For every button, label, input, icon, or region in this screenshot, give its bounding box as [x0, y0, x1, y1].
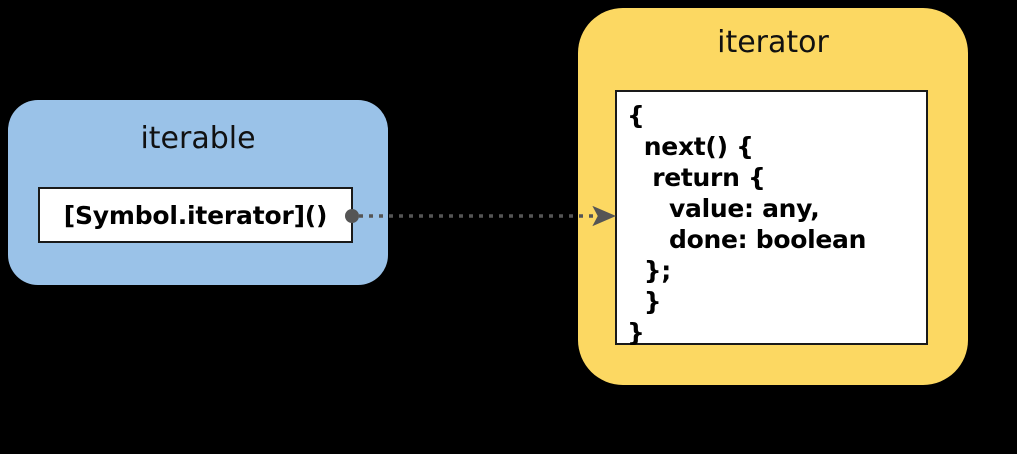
code-line: return {	[627, 163, 766, 192]
panel-iterator-title: iterator	[717, 25, 829, 60]
code-box-iterator-shape: { next() { return { value: any, done: bo…	[615, 90, 928, 347]
member-row-symbol-iterator[interactable]: [Symbol.iterator]()	[38, 187, 353, 243]
panel-iterable-title: iterable	[140, 121, 256, 156]
code-line: value: any,	[627, 194, 820, 223]
member-label: [Symbol.iterator]()	[63, 200, 328, 230]
panel-iterator[interactable]: iterator { next() { return { value: any,…	[578, 8, 968, 385]
code-line: }	[627, 318, 645, 347]
panel-iterable[interactable]: iterable [Symbol.iterator]()	[8, 100, 388, 285]
code-line: };	[627, 256, 672, 285]
code-line: }	[627, 287, 662, 316]
code-line: done: boolean	[627, 225, 867, 254]
code-line: {	[627, 101, 645, 130]
code-line: next() {	[627, 132, 754, 161]
